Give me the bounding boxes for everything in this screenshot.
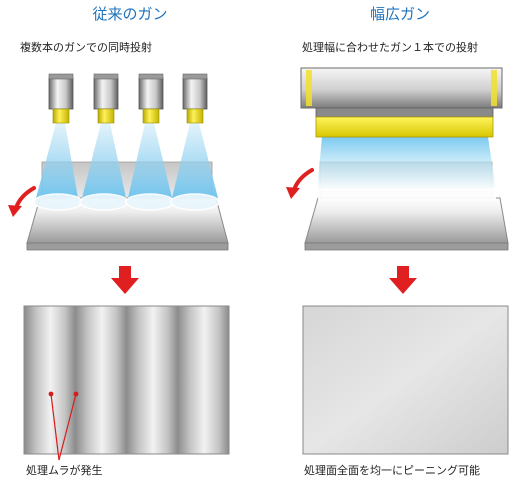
wide-gun-icon [300,67,503,138]
left-panel-caption: 処理ムラが発生 [26,464,103,477]
uneven-spot-markers [48,391,79,461]
left-spray-beams [36,123,218,198]
uniform-result-plate [302,305,509,455]
red-down-arrow-icon [111,266,139,294]
red-curved-arrow-icon [8,186,36,217]
red-down-arrow-icon [389,266,417,294]
red-curved-arrow-icon [286,168,314,199]
left-panel-title: 従来のガン [92,5,168,23]
left-spray-impact-zones [33,193,220,211]
nozzle-gun-icon [182,73,208,124]
right-panel-title: 幅広ガン [369,5,430,23]
uneven-result-plate [23,305,230,455]
nozzle-gun-icon [138,73,164,124]
right-panel-subtitle: 処理幅に合わせたガン１本での投射 [302,41,478,54]
right-panel-caption: 処理面全面を均一にピーニング可能 [304,464,480,477]
wide-spray-beam [317,137,496,199]
nozzle-gun-icon [48,73,74,124]
left-panel-subtitle: 複数本のガンでの同時投射 [20,41,152,54]
nozzle-gun-icon [93,73,119,124]
